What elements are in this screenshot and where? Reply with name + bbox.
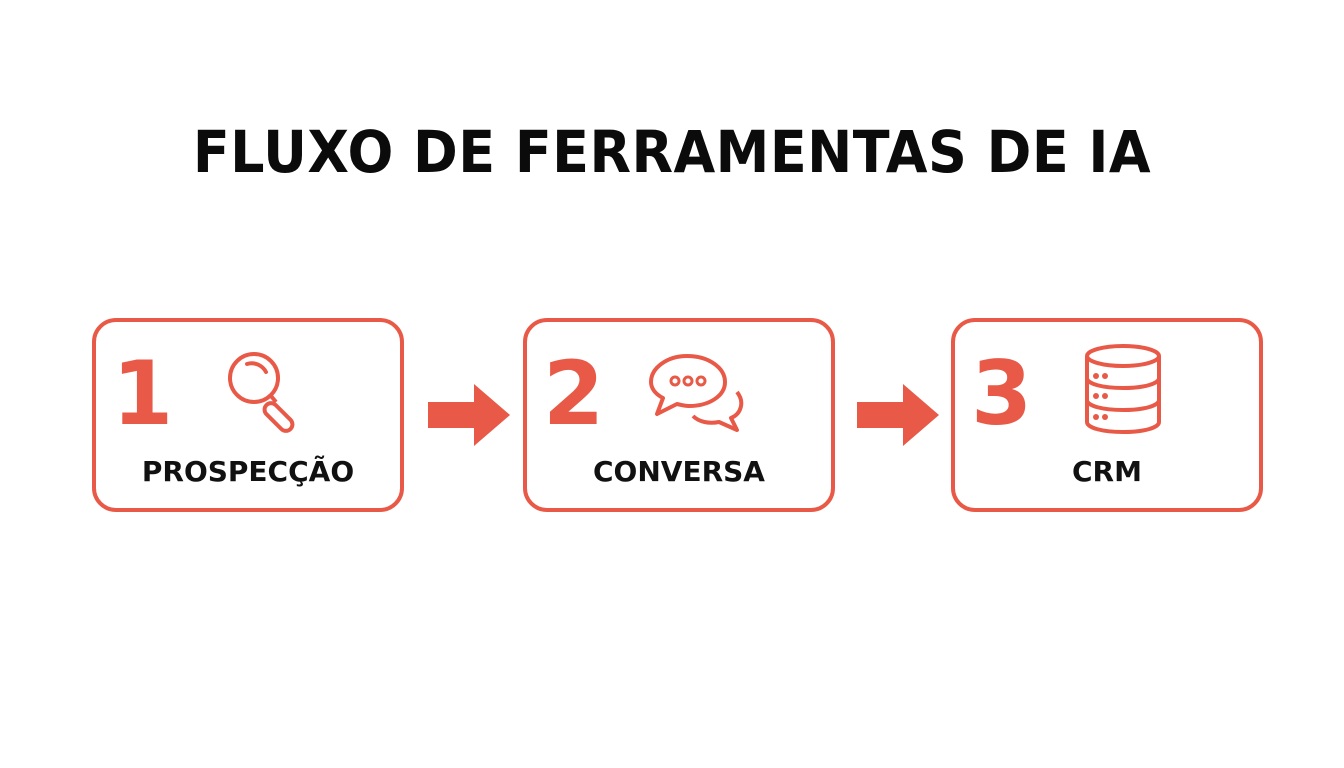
step-number: 3: [971, 342, 1033, 445]
step-crm: 3 CRM: [951, 318, 1263, 512]
magnifying-glass-icon: [214, 342, 314, 438]
diagram-title: FLUXO DE FERRAMENTAS DE IA: [192, 118, 1152, 186]
step-conversa: 2 CONVERSA: [523, 318, 835, 512]
arrow-right-icon: [857, 384, 941, 446]
database-icon: [1073, 342, 1173, 438]
step-label: CRM: [1072, 455, 1142, 488]
step-number: 1: [112, 342, 174, 445]
chat-bubbles-icon: [645, 342, 745, 438]
step-number: 2: [543, 342, 605, 445]
step-prospeccao: 1 PROSPECÇÃO: [92, 318, 404, 512]
arrow-right-icon: [428, 384, 512, 446]
step-label: CONVERSA: [593, 455, 765, 488]
step-label: PROSPECÇÃO: [141, 455, 355, 488]
